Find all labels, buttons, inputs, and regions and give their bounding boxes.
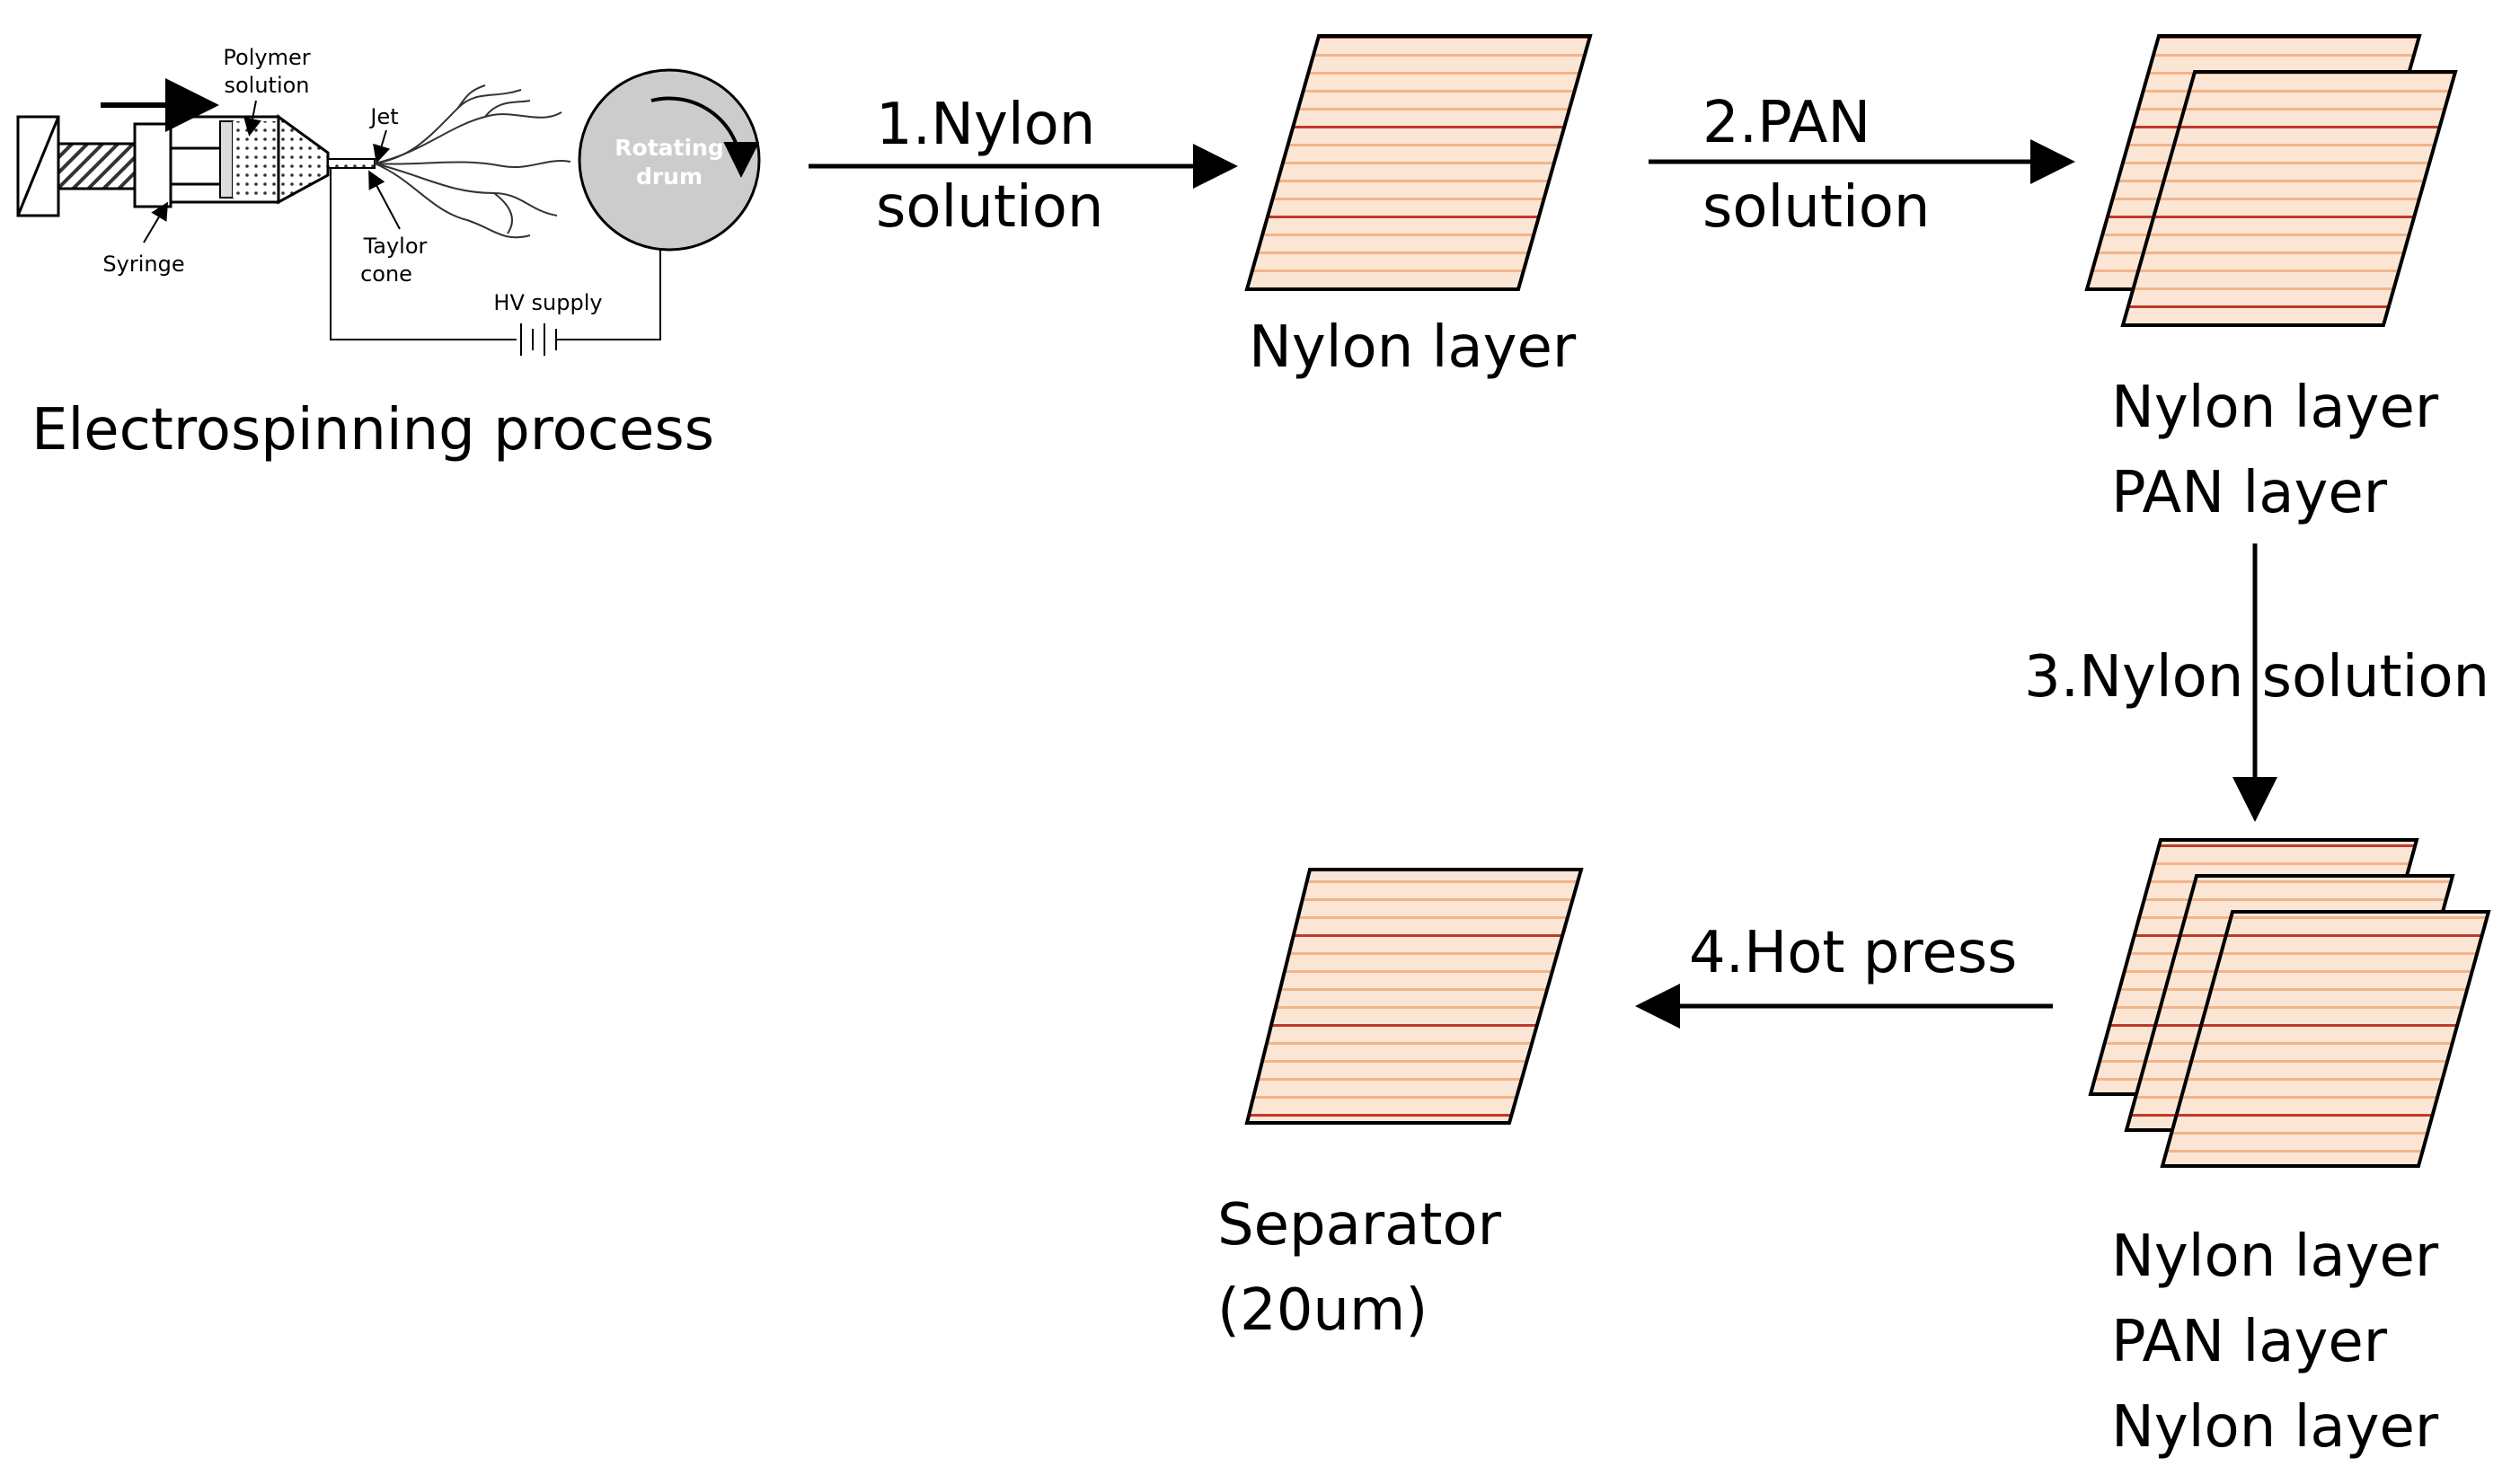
final-label-line1: Separator <box>1217 1192 1502 1259</box>
polymer-solution-label-line1: Polymer <box>223 45 310 70</box>
taylor-cone-label-line2: cone <box>360 261 412 287</box>
hv-circuit-left <box>330 168 517 340</box>
step2-label-line2: solution <box>1702 174 1930 241</box>
step1-label-line1: 1.Nylon <box>876 92 1095 158</box>
electrospinning-apparatus: Polymer solution Jet Taylor cone Syringe… <box>16 45 761 464</box>
step3-label: 3.Nylon solution <box>2024 644 2489 711</box>
electrospinning-caption: Electrospinning process <box>31 397 714 464</box>
taylor-pointer <box>368 170 401 230</box>
syringe-pointer <box>143 201 169 243</box>
nozzle-cone <box>277 114 330 205</box>
polymer-solution-fill <box>233 121 279 198</box>
drum-rotation-arrow <box>650 96 760 178</box>
stage3-label-line2: PAN layer <box>2111 1309 2388 1375</box>
final-label-line2: (20um) <box>1217 1277 1428 1344</box>
needle <box>327 158 376 169</box>
syringe-barrel <box>169 146 226 186</box>
stage3-label-line1: Nylon layer <box>2111 1223 2439 1290</box>
syringe-label: Syringe <box>102 252 184 277</box>
hv-circuit-right <box>557 250 661 340</box>
rotating-drum-label-line2: drum <box>636 163 703 190</box>
stage3-label-line3: Nylon layer <box>2111 1394 2439 1461</box>
plunger-end-block-mark <box>16 116 60 216</box>
jet-fibers <box>374 84 571 239</box>
step2-label-line1: 2.PAN <box>1702 90 1870 156</box>
polymer-solution-label-line2: solution <box>224 73 309 98</box>
plunger-rod <box>57 142 137 190</box>
separator-sheet <box>1244 868 1584 1125</box>
jet-label: Jet <box>368 104 398 129</box>
stage3-nylon-sheet-2 <box>2160 910 2491 1168</box>
plunger-head <box>133 122 172 208</box>
taylor-cone-label-line1: Taylor <box>363 234 428 259</box>
stage2-label-line2: PAN layer <box>2111 460 2388 526</box>
rotating-drum-label-line1: Rotating <box>614 135 723 161</box>
nylon-layer-sheet <box>1244 34 1593 291</box>
hv-supply-label: HV supply <box>493 290 602 315</box>
jet-pointer <box>373 129 391 163</box>
barrel-stopper <box>219 120 234 199</box>
stage2-label-line1: Nylon layer <box>2111 375 2439 441</box>
step1-label-line2: solution <box>876 174 1103 241</box>
stage1-label-line1: Nylon layer <box>1249 314 1577 381</box>
polymer-pointer <box>243 100 261 137</box>
stage2-pan-sheet <box>2120 70 2458 327</box>
step4-label: 4.Hot press <box>1689 920 2017 986</box>
